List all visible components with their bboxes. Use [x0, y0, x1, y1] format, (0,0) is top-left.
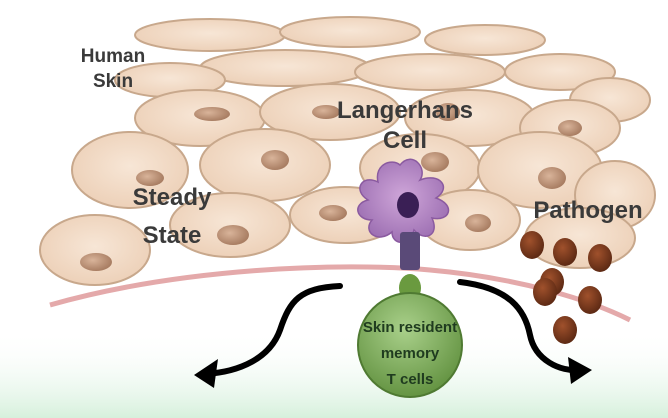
label-human: Human [81, 46, 145, 67]
label-skin: Skin [93, 71, 133, 92]
langerhans-nucleus-icon [397, 192, 419, 218]
arrow-right-head-icon [568, 357, 592, 384]
label-pathogen: Pathogen [533, 197, 642, 224]
label-state: State [143, 222, 202, 249]
receptor-stalk-icon [400, 232, 420, 270]
cell-nuclei [80, 103, 582, 271]
arrow-right [457, 279, 583, 374]
arrow-left-head-icon [194, 359, 218, 388]
label-tcell-line2: memory [381, 345, 440, 362]
label-cell: Cell [383, 127, 427, 154]
label-tcell-line3: T cells [387, 371, 434, 388]
label-steady: Steady [133, 184, 212, 211]
label-langerhans: Langerhans [337, 97, 473, 124]
pathogen-particles [520, 231, 612, 344]
dermis-background [0, 330, 668, 418]
t-cell-icon [357, 292, 463, 398]
outer-skin-cells [114, 16, 651, 123]
arrow-left [202, 283, 343, 377]
label-tcell-line1: Skin resident [363, 319, 457, 336]
